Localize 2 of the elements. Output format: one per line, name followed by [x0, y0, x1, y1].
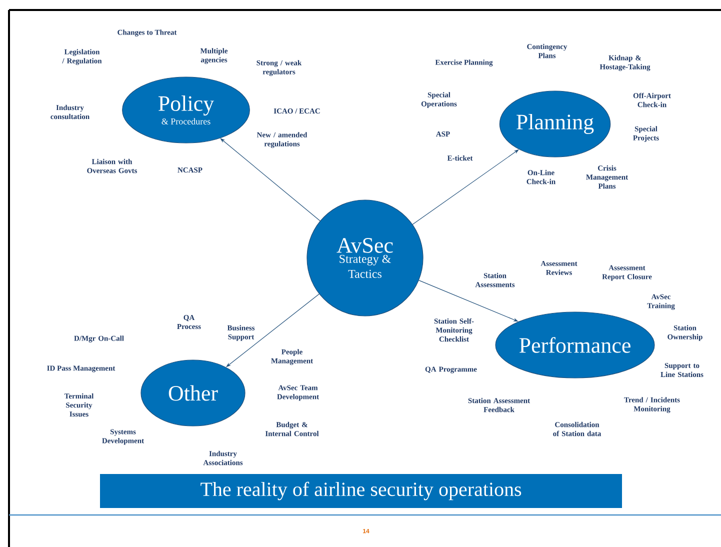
caption-banner: The reality of airline security operations [100, 474, 622, 508]
arrow [220, 138, 320, 222]
